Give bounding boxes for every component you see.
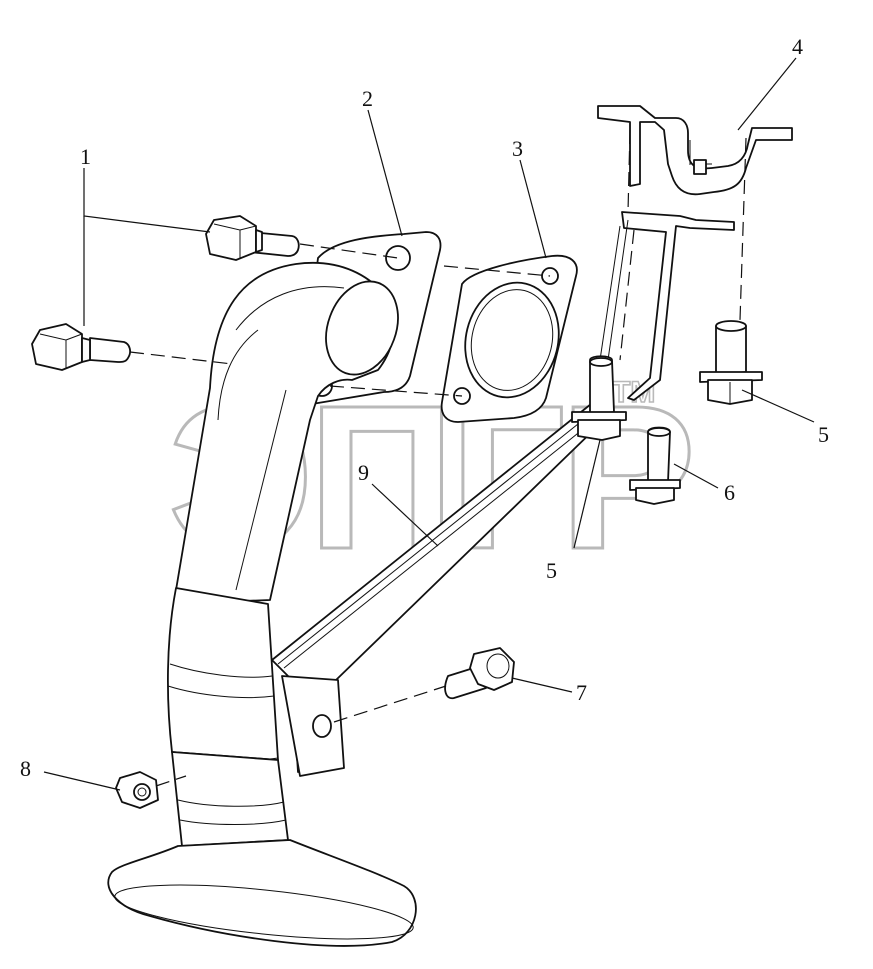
callout-1: 1 — [80, 144, 91, 169]
callout-labels: 1 2 3 4 5 5 6 7 8 9 — [20, 34, 829, 781]
part-1-bolt-lower — [31, 323, 131, 371]
part-5-bolt-right — [699, 320, 763, 405]
callout-9: 9 — [358, 460, 369, 485]
part-6-bolt — [629, 426, 681, 505]
callout-2: 2 — [362, 86, 373, 111]
part-5-bolt-left — [571, 355, 627, 441]
callout-5-right: 5 — [818, 422, 829, 447]
callout-7: 7 — [576, 680, 587, 705]
part-8-nut — [115, 771, 159, 809]
part-7-bolt — [444, 647, 515, 700]
assembly-lines — [129, 129, 747, 787]
callout-6: 6 — [724, 480, 735, 505]
part-3-gasket — [440, 254, 578, 423]
part-4-bracket — [597, 105, 793, 196]
part-1-bolt-upper — [205, 215, 300, 261]
callout-4: 4 — [792, 34, 803, 59]
part-pipe-assembly — [107, 231, 442, 947]
callout-8: 8 — [20, 756, 31, 781]
callout-3: 3 — [512, 136, 523, 161]
leader-lines — [43, 57, 815, 791]
callout-5-left: 5 — [546, 558, 557, 583]
